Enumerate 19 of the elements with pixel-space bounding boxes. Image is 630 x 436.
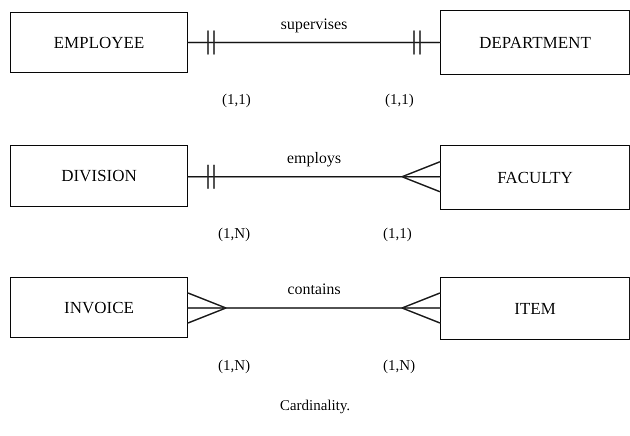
entity-box: ITEM [440,277,630,340]
cardinality-label: (1,1) [385,92,414,109]
cardinality-label: (1,N) [218,358,250,375]
entity-box: DEPARTMENT [440,10,630,75]
cardinality-label: (1,N) [218,226,250,243]
relationship-line [188,30,440,56]
relationship-line [188,161,441,192]
edge-label: employs [286,150,342,168]
edge-label: contains [287,281,341,299]
edge-label: supervises [280,16,348,34]
cardinality-label: (1,1) [222,92,251,109]
caption: Cardinality. [280,398,350,415]
cardinality-label: (1,1) [383,226,412,243]
entity-box: EMPLOYEE [10,12,188,73]
entity-box: DIVISION [10,145,188,207]
relationship-line [187,292,441,324]
cardinality-label: (1,N) [383,358,416,375]
entity-box: FACULTY [440,145,630,210]
entity-box: INVOICE [10,277,188,338]
